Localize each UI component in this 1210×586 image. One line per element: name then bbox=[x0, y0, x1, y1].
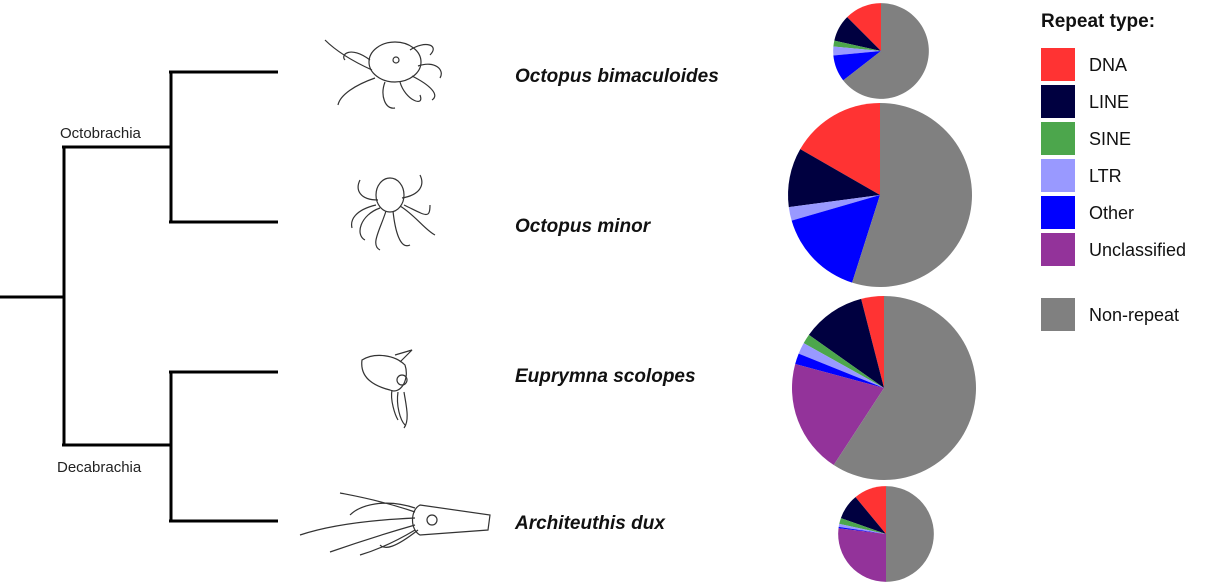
pie-slice-unclassified bbox=[792, 364, 884, 466]
pie-slice-line bbox=[788, 149, 880, 208]
pie-slice-sine bbox=[839, 518, 886, 534]
pie-slice-dna bbox=[861, 296, 884, 388]
legend-label-unclassified: Unclassified bbox=[1089, 240, 1186, 260]
pie-slice-non-repeat bbox=[852, 103, 973, 288]
legend: Repeat type: DNA LINE SINE LTR OtherUnclassi… bbox=[1041, 11, 1186, 331]
pie-slice-ltr bbox=[838, 523, 886, 534]
pie-slice-dna bbox=[800, 103, 880, 195]
pie-slice-other bbox=[838, 526, 886, 534]
legend-swatch-sine bbox=[1041, 122, 1075, 155]
pie-slice-other bbox=[791, 195, 880, 283]
species-label: Octopus minor bbox=[515, 216, 652, 237]
octopus-minor-illustration bbox=[350, 174, 436, 251]
pie-slice-other bbox=[795, 353, 884, 388]
pie-slice-non-repeat bbox=[886, 486, 934, 582]
legend-swatch-ltr bbox=[1041, 159, 1075, 192]
pie-slice-other bbox=[833, 51, 881, 81]
pie-charts bbox=[788, 3, 976, 582]
legend-label-line: LINE bbox=[1089, 92, 1129, 112]
legend-swatch-non-repeat bbox=[1041, 298, 1075, 331]
pie-slice-ltr bbox=[798, 343, 884, 388]
pie-slice-sine bbox=[803, 334, 884, 388]
pie-chart bbox=[838, 486, 934, 582]
legend-label-ltr: LTR bbox=[1089, 166, 1122, 186]
architeuthis-dux-illustration bbox=[299, 492, 491, 556]
pie-slice-line bbox=[808, 298, 884, 388]
phylogenetic-tree bbox=[0, 70, 278, 523]
species-label: Euprymna scolopes bbox=[515, 366, 696, 387]
pie-slice-non-repeat bbox=[843, 3, 929, 99]
pie-slice-dna bbox=[855, 486, 886, 534]
legend-label-dna: DNA bbox=[1089, 55, 1127, 75]
species-label: Octopus bimaculoides bbox=[515, 66, 719, 87]
pie-slice-line bbox=[840, 497, 886, 534]
legend-label-sine: SINE bbox=[1089, 129, 1131, 149]
pie-chart bbox=[792, 296, 976, 481]
legend-label-non-repeat: Non-repeat bbox=[1089, 305, 1179, 325]
pie-slice-dna bbox=[847, 3, 881, 52]
pie-slice-unclassified bbox=[838, 528, 886, 582]
legend-title: Repeat type: bbox=[1041, 11, 1155, 32]
clade-label-decabrachia: Decabrachia bbox=[57, 459, 142, 476]
pie-slice-non-repeat bbox=[833, 296, 976, 481]
legend-label-other: Other bbox=[1089, 203, 1134, 223]
legend-swatch-dna bbox=[1041, 48, 1075, 81]
legend-swatch-unclassified bbox=[1041, 233, 1075, 266]
pie-chart bbox=[788, 103, 973, 288]
clade-label-octobrachia: Octobrachia bbox=[60, 125, 142, 142]
pie-slice-line bbox=[834, 17, 881, 51]
pie-slice-ltr bbox=[788, 195, 880, 221]
species-label: Architeuthis dux bbox=[514, 513, 666, 534]
legend-swatch-line bbox=[1041, 85, 1075, 118]
euprymna-scolopes-illustration bbox=[361, 349, 413, 429]
pie-chart bbox=[833, 3, 929, 99]
pie-slice-ltr bbox=[833, 46, 881, 56]
octopus-bimaculoides-illustration bbox=[324, 39, 442, 109]
pie-slice-sine bbox=[833, 40, 881, 51]
legend-swatch-other bbox=[1041, 196, 1075, 229]
